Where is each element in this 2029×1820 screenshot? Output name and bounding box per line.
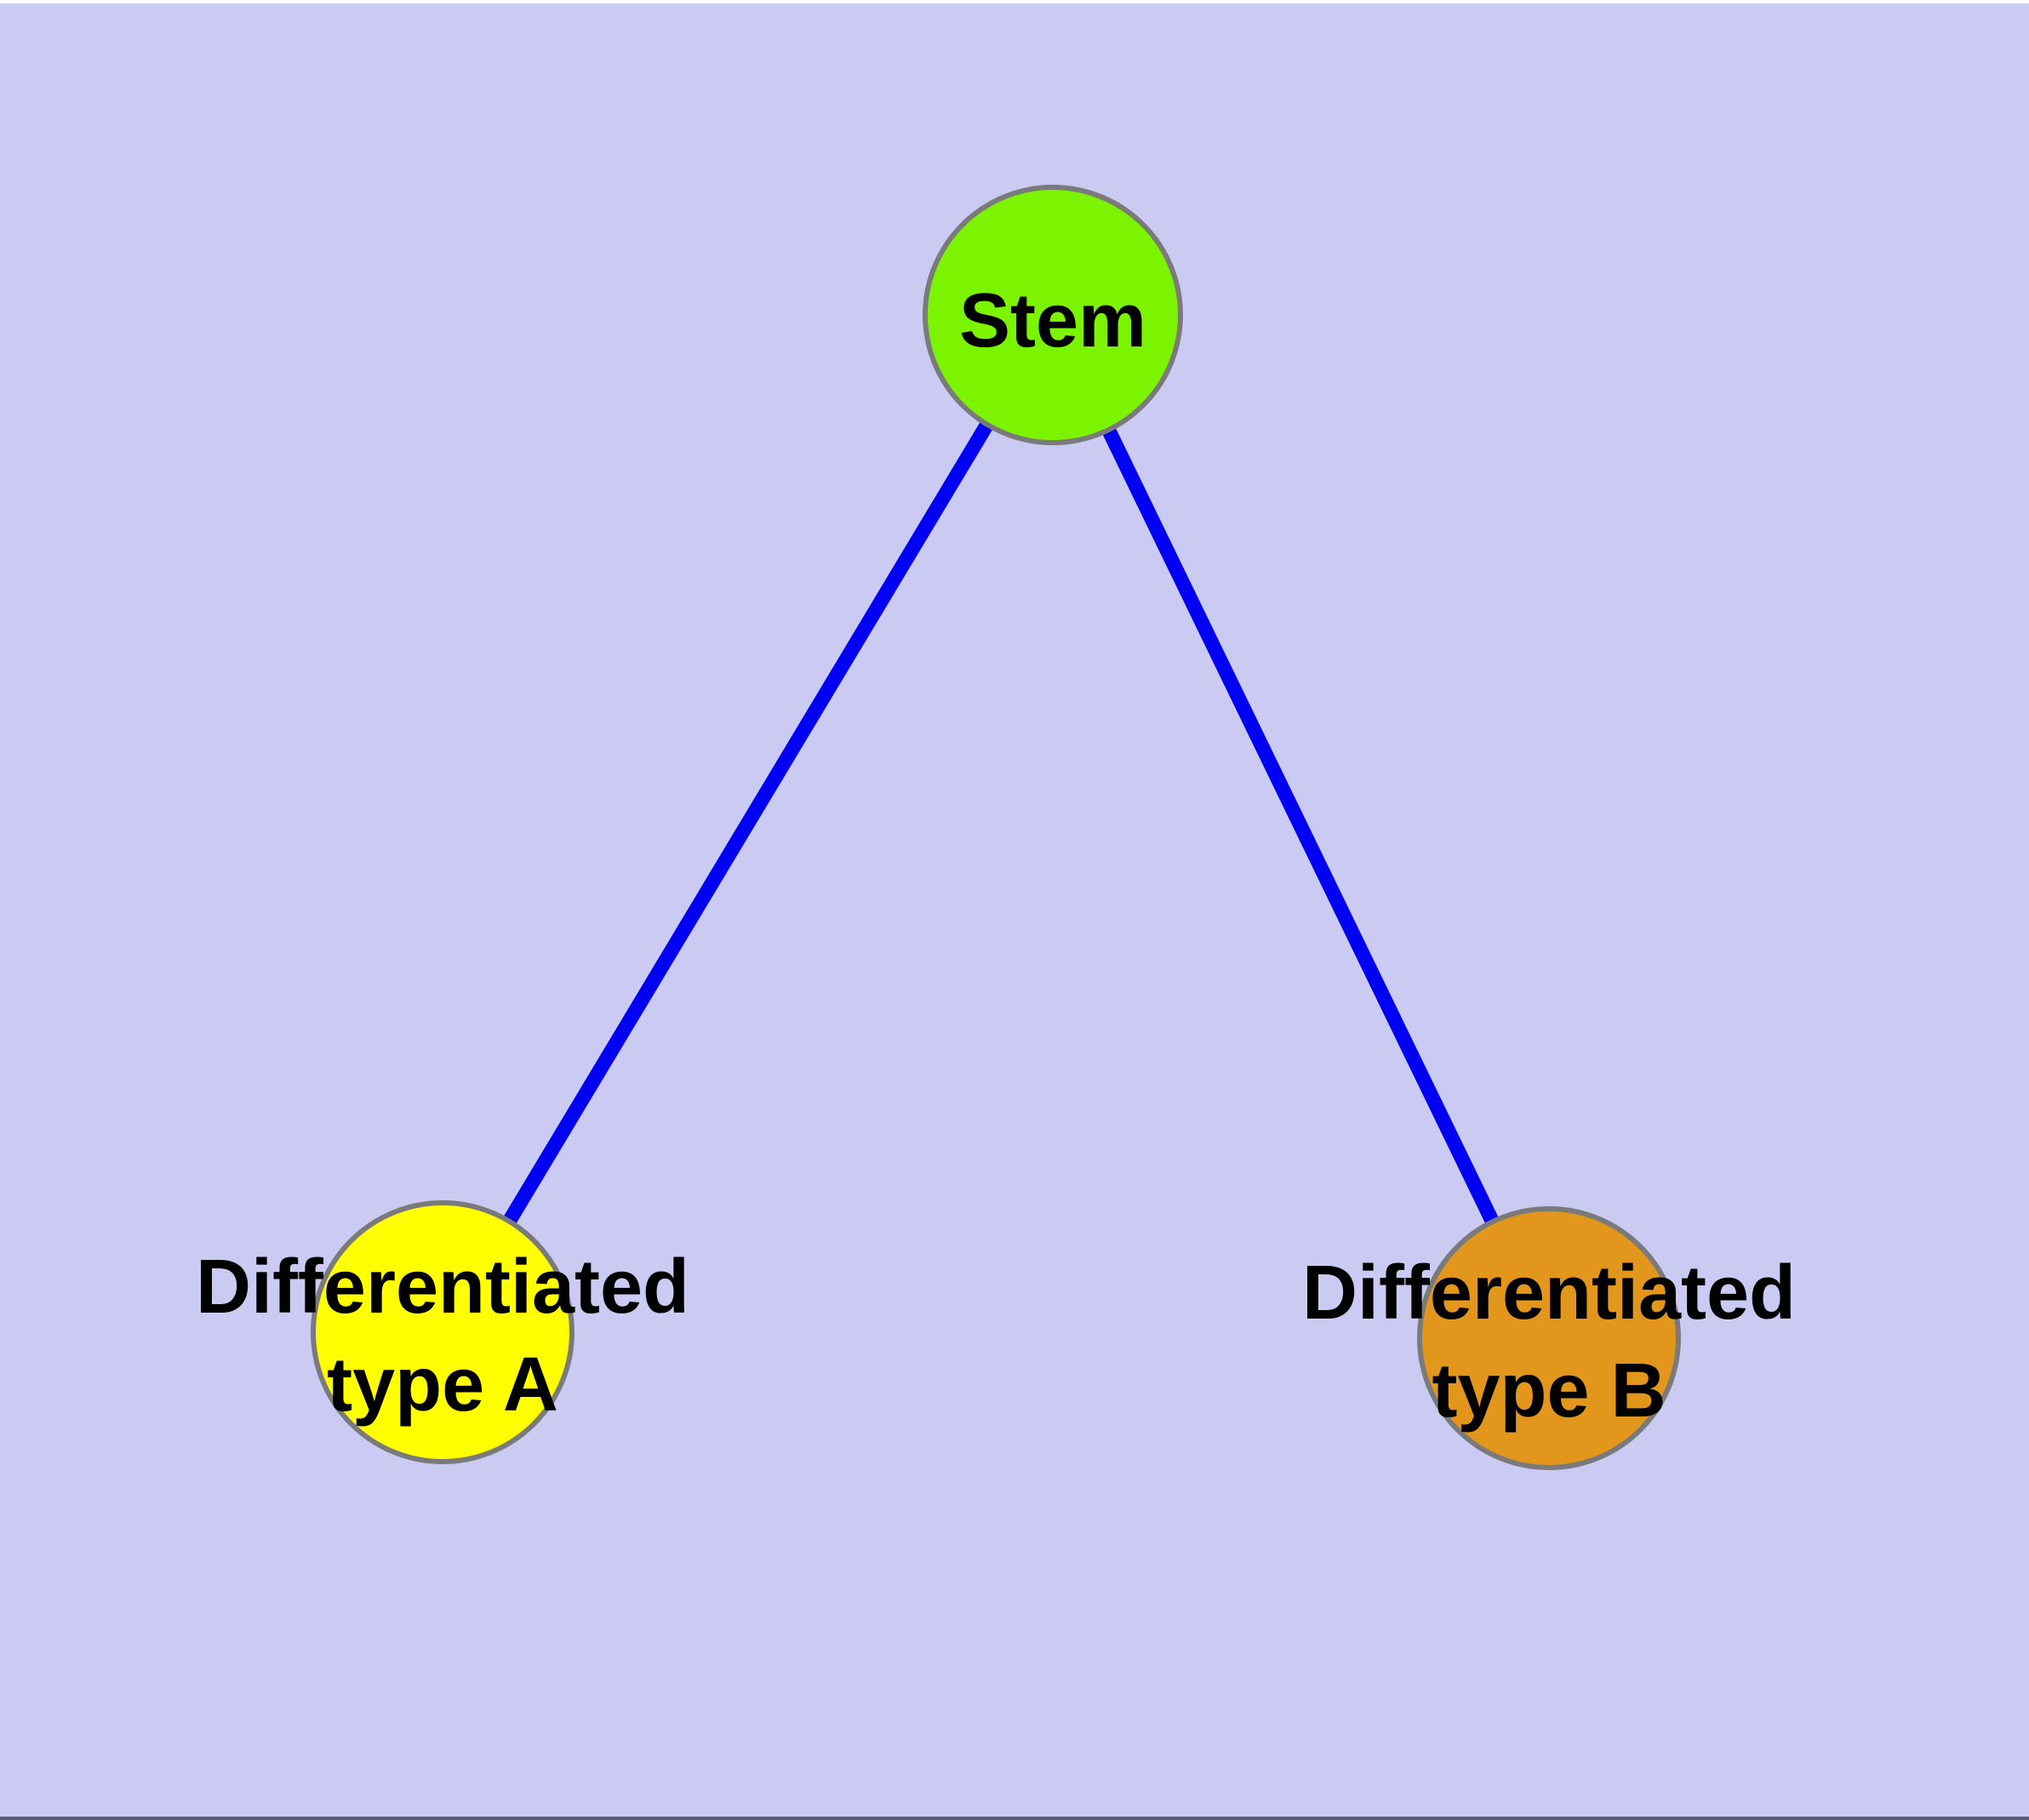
node-differentiated-type-a <box>311 1200 574 1464</box>
node-stem <box>923 185 1183 445</box>
node-type-b-label-line2: type B <box>1432 1348 1666 1434</box>
node-type-a-label-line2: type A <box>327 1342 558 1428</box>
node-type-b-label-line1: Differentiated <box>1302 1251 1796 1336</box>
node-stem-label: Stem <box>959 278 1146 363</box>
node-type-a-label-line1: Differentiated <box>196 1245 689 1330</box>
node-differentiated-type-b <box>1417 1206 1681 1470</box>
edge-stem-to-type-a <box>436 311 1060 1336</box>
edge-stem-to-type-b <box>1046 312 1556 1342</box>
window-top-edge <box>0 0 2029 3</box>
window-bottom-edge <box>0 1817 2029 1820</box>
